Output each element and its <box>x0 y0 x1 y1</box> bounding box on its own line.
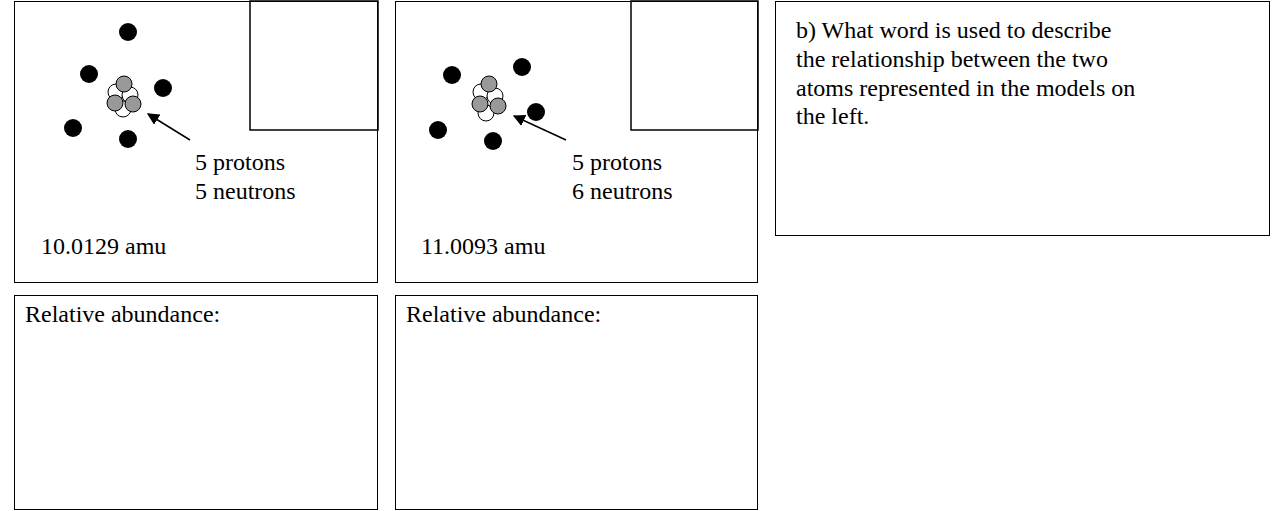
question-text: b) What word is used to describe the rel… <box>796 16 1146 131</box>
question-box: b) What word is used to describe the rel… <box>775 1 1270 236</box>
electron-dots <box>64 23 172 148</box>
answer-prompt: Relative abundance: <box>406 300 706 329</box>
inset-box <box>250 1 378 130</box>
inset-box <box>631 1 758 130</box>
particle-count: 5 protons 5 neutrons <box>195 148 299 206</box>
particle-count: 5 protons 6 neutrons <box>572 148 676 206</box>
atomic-mass: 11.0093 amu <box>421 232 621 261</box>
answer-box: Relative abundance: <box>395 295 758 510</box>
atom-model-box: 5 protons 6 neutrons 11.0093 amu <box>395 1 758 283</box>
answer-box: Relative abundance: <box>14 295 378 510</box>
electron-dots <box>429 58 545 150</box>
atom-model-box: 5 protons 5 neutrons 10.0129 amu <box>14 1 378 283</box>
nucleus <box>107 76 141 117</box>
atomic-mass: 10.0129 amu <box>41 232 241 261</box>
leader-arrow <box>514 116 566 140</box>
leader-arrow <box>148 114 190 140</box>
answer-prompt: Relative abundance: <box>25 300 325 329</box>
nucleus <box>472 76 506 121</box>
